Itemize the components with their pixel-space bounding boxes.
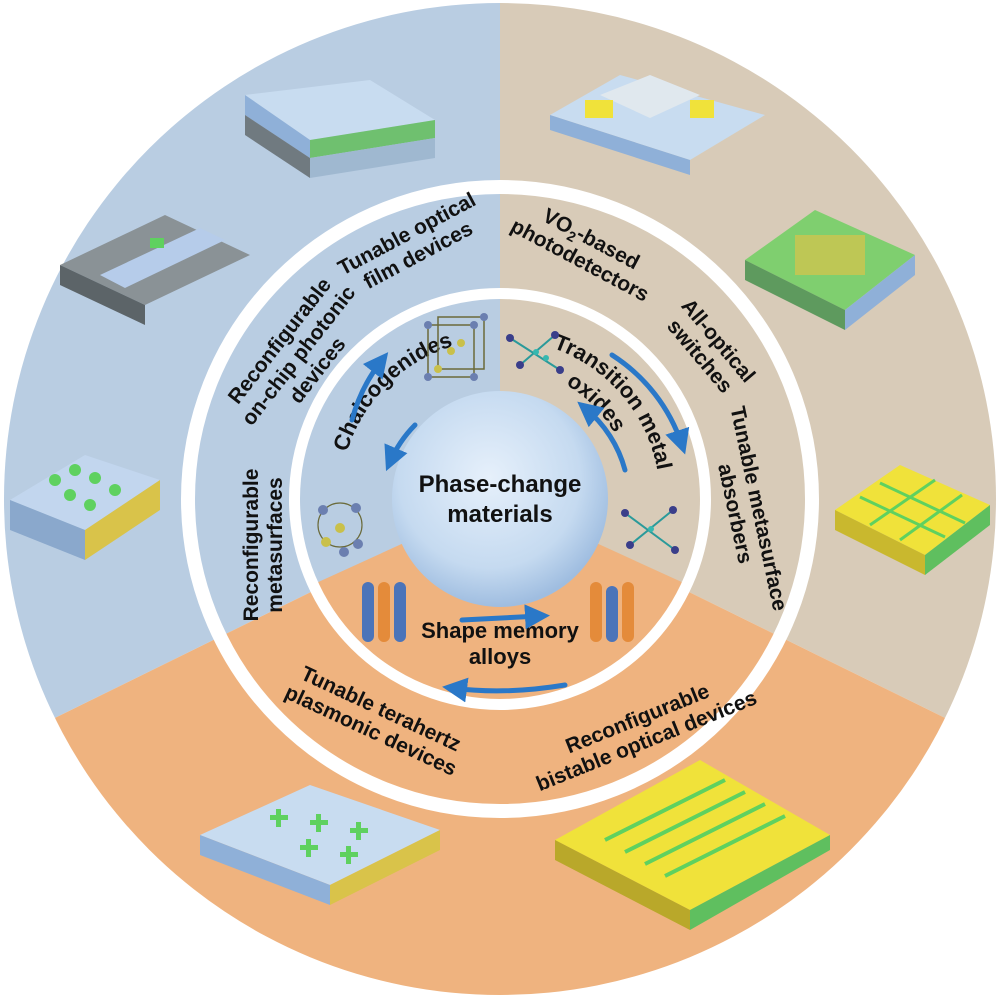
sma-label-line1: Shape memory — [421, 618, 579, 643]
outer-white-ring — [181, 180, 819, 818]
tmo-arrow-down — [609, 352, 690, 455]
chalcogenide-lattice-icon-bottom — [317, 502, 363, 557]
inner-white-ring — [289, 288, 711, 710]
chalco-arrow-down — [384, 422, 418, 472]
oxide-lattice-icon-bottom — [621, 506, 679, 554]
all-optical-switch-device-icon — [745, 210, 915, 330]
metasurfaces-line1: Reconfigurable — [240, 469, 263, 622]
terahertz-cross-device-icon — [200, 785, 440, 905]
onchip-waveguide-device-icon — [60, 215, 250, 325]
center-sphere — [392, 391, 608, 607]
alloy-lattice-icon-right — [590, 582, 634, 642]
bistable-grating-device-icon — [555, 760, 830, 930]
tmo-arrow-up — [577, 401, 628, 473]
metasurfaces-line2: metasurfaces — [264, 477, 287, 612]
absorber-grid-device-icon — [835, 465, 990, 575]
photodetector-device-icon — [550, 75, 765, 175]
metasurface-pillars-device-icon — [10, 455, 160, 560]
center-title-line1: Phase-change — [419, 471, 582, 498]
alloy-lattice-icon-left — [362, 582, 406, 642]
chalcogenide-lattice-icon-top — [424, 313, 488, 381]
reconfigurable-metasurfaces-label: Reconfigurable metasurfaces — [240, 469, 287, 622]
chalco-arrow-up — [349, 352, 389, 423]
center-title-line2: materials — [447, 501, 552, 528]
oxide-lattice-icon-top — [506, 331, 564, 374]
cycle-arrows — [349, 352, 690, 703]
optical-film-device-icon — [245, 80, 435, 178]
sma-label-line2: alloys — [469, 644, 531, 669]
sma-arrow-left — [442, 677, 568, 703]
sma-arrow-right — [459, 604, 550, 630]
